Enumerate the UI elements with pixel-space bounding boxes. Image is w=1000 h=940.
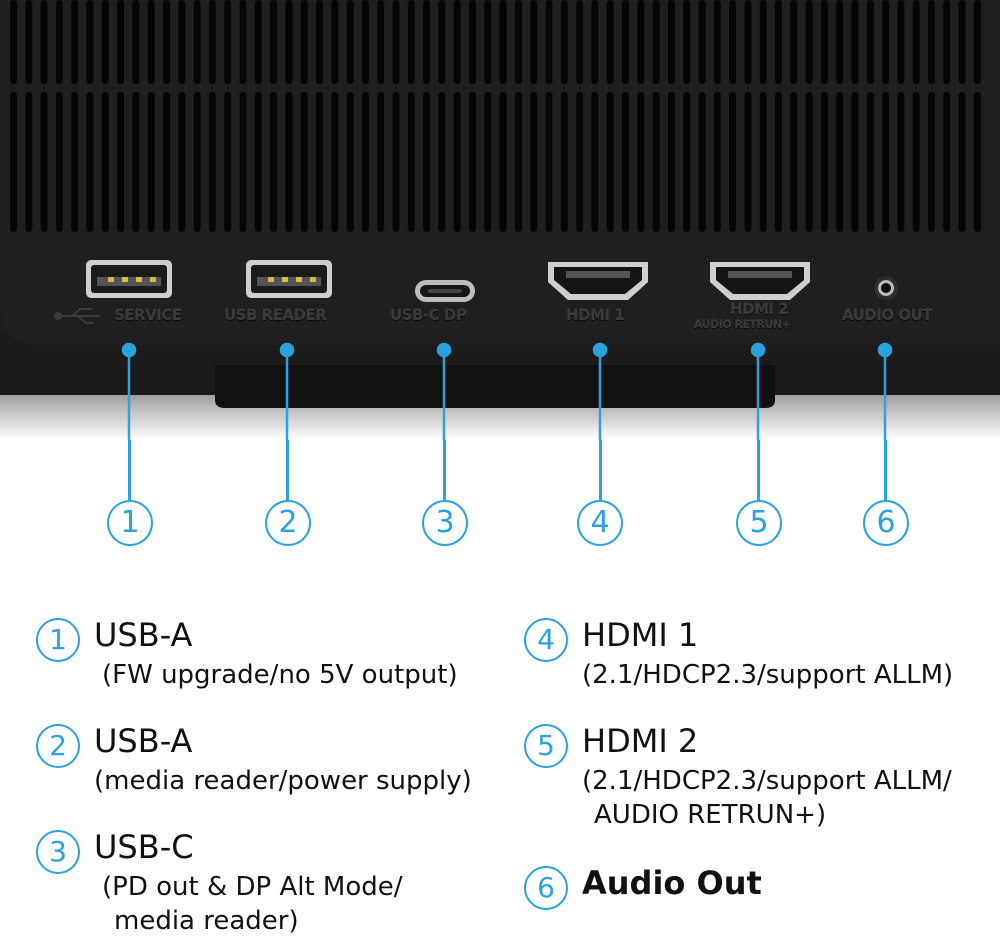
- legend-desc-line: (FW upgrade/no 5V output): [102, 660, 458, 690]
- audio-jack-port: [874, 276, 898, 300]
- legend-desc-2: (media reader/power supply): [94, 764, 472, 798]
- callout-line: [599, 440, 602, 500]
- legend-desc-line: media reader): [114, 906, 299, 936]
- legend-desc-line: (2.1/HDCP2.3/support ALLM/: [582, 766, 952, 796]
- callout-1: 1: [107, 500, 153, 546]
- legend-num-5: 5: [524, 724, 568, 768]
- legend-num-1: 1: [36, 618, 80, 662]
- port-label-audio-out: AUDIO OUT: [842, 306, 933, 324]
- callout-4: 4: [577, 500, 623, 546]
- callout-3: 3: [422, 500, 468, 546]
- port-label-usb-reader: USB READER: [224, 306, 327, 324]
- usb-symbol-icon: [54, 308, 100, 324]
- callout-line: [286, 440, 289, 500]
- port-label-hdmi2: HDMI 2: [730, 300, 789, 318]
- legend-desc-3: (PD out & DP Alt Mode/ media reader): [102, 870, 403, 938]
- legend-title-6: Audio Out: [582, 864, 762, 902]
- hdmi1-port: [548, 262, 648, 300]
- callout-line: [884, 440, 887, 500]
- legend-desc-4: (2.1/HDCP2.3/support ALLM): [582, 658, 953, 692]
- legend-title-5: HDMI 2: [582, 722, 699, 760]
- callout-line: [128, 440, 131, 500]
- port-label-service: SERVICE: [114, 306, 182, 324]
- legend-num-6: 6: [524, 866, 568, 910]
- usb-c-port: [415, 280, 475, 302]
- callout-2: 2: [265, 500, 311, 546]
- legend-title-3: USB-C: [94, 828, 194, 866]
- usb-a-reader-port: [246, 260, 332, 298]
- legend-desc-line: (2.1/HDCP2.3/support ALLM): [582, 660, 954, 690]
- legend-desc-line: (PD out & DP Alt Mode/: [102, 872, 403, 902]
- device-rear-panel: [0, 0, 1000, 440]
- legend-desc-1: (FW upgrade/no 5V output): [102, 658, 458, 692]
- hdmi2-port: [710, 262, 810, 300]
- legend-desc-line: (media reader/power supply): [94, 766, 472, 796]
- callout-line: [757, 440, 760, 500]
- legend-desc-line: AUDIO RETRUN+): [594, 800, 827, 830]
- legend-title-1: USB-A: [94, 616, 193, 654]
- legend-title-4: HDMI 1: [582, 616, 699, 654]
- legend-desc-5: (2.1/HDCP2.3/support ALLM/ AUDIO RETRUN+…: [582, 764, 952, 832]
- callout-6: 6: [863, 500, 909, 546]
- vent-grille: [10, 0, 981, 232]
- callout-5: 5: [736, 500, 782, 546]
- legend-num-2: 2: [36, 724, 80, 768]
- port-label-usbc-dp: USB-C DP: [390, 306, 467, 324]
- callout-line: [443, 440, 446, 500]
- legend-title-2: USB-A: [94, 722, 193, 760]
- legend-num-3: 3: [36, 830, 80, 874]
- port-label-hdmi1: HDMI 1: [566, 306, 625, 324]
- port-label-hdmi2-arc: AUDIO RETRUN+: [694, 318, 791, 331]
- usb-a-service-port: [86, 260, 172, 298]
- legend-num-4: 4: [524, 618, 568, 662]
